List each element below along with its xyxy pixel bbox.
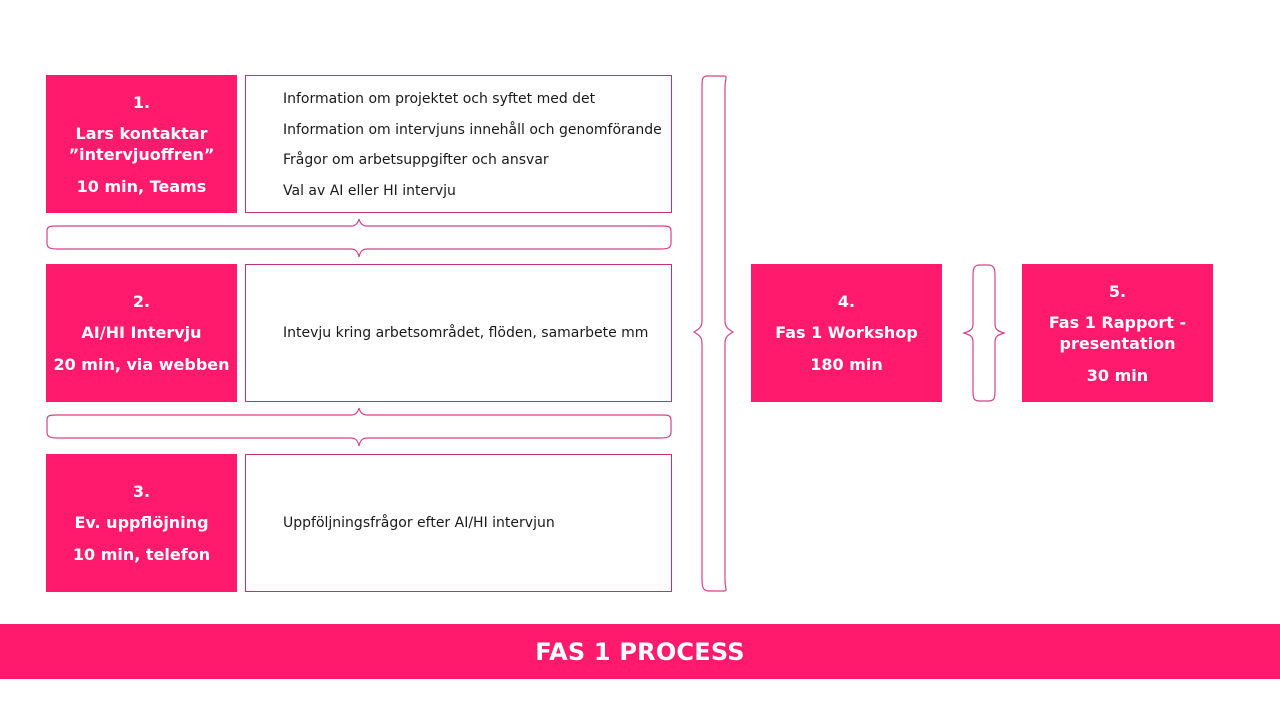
footer-title: FAS 1 PROCESS	[535, 637, 745, 666]
step-1-detail-item: Frågor om arbetsuppgifter och ansvar	[283, 152, 549, 168]
step-3-detail-text: Uppföljningsfrågor efter AI/HI intervjun	[283, 515, 555, 531]
brace-4-5	[962, 264, 1006, 402]
step-1-detail-item: Information om intervjuns innehåll och g…	[283, 121, 662, 138]
step-2-duration: 20 min, via webben	[53, 355, 230, 374]
step-1-title-line2: ”intervjuoffren”	[68, 144, 215, 164]
step-5-number: 5.	[1108, 281, 1127, 301]
step-1-duration: 10 min, Teams	[76, 176, 207, 196]
step-4-box: 4. Fas 1 Workshop 180 min	[751, 264, 942, 402]
step-1-title: Lars kontaktar ”intervjuoffren”	[69, 123, 215, 165]
footer-banner: FAS 1 PROCESS	[0, 624, 1280, 679]
step-3-number: 3.	[132, 482, 151, 501]
brace-1-2	[46, 218, 672, 258]
step-1-number: 1.	[132, 92, 151, 112]
step-5-duration: 30 min	[1086, 365, 1149, 385]
step-1-detail-item: Information om projektet och syftet med …	[283, 91, 596, 107]
step-1-box: 1. Lars kontaktar ”intervjuoffren” 10 mi…	[46, 75, 237, 213]
step-2-number: 2.	[132, 292, 151, 311]
brace-2-3	[46, 407, 672, 447]
step-3-duration: 10 min, telefon	[72, 545, 211, 564]
step-5-box: 5. Fas 1 Rapport - presentation 30 min	[1022, 264, 1213, 402]
step-4-title: Fas 1 Workshop	[775, 323, 918, 342]
step-4-number: 4.	[837, 292, 856, 311]
step-5-title-line1: Fas 1 Rapport -	[1048, 312, 1187, 332]
step-2-detail-text: Intevju kring arbetsområdet, flöden, sam…	[283, 325, 649, 341]
step-5-title-line2: presentation	[1059, 333, 1176, 353]
step-2-details: Intevju kring arbetsområdet, flöden, sam…	[245, 264, 672, 402]
step-1-title-line1: Lars kontaktar	[75, 123, 208, 143]
step-3-box: 3. Ev. uppflöjning 10 min, telefon	[46, 454, 237, 592]
step-4-duration: 180 min	[810, 355, 883, 374]
brace-steps-1-3	[692, 75, 735, 592]
step-3-details: Uppföljningsfrågor efter AI/HI intervjun	[245, 454, 672, 592]
step-1-detail-item: Val av AI eller HI intervju	[283, 182, 456, 199]
step-2-title: AI/HI Intervju	[81, 323, 202, 342]
step-5-title: Fas 1 Rapport - presentation	[1049, 312, 1186, 354]
step-3-title: Ev. uppflöjning	[74, 513, 209, 532]
step-2-box: 2. AI/HI Intervju 20 min, via webben	[46, 264, 237, 402]
step-1-details: Information om projektet och syftet med …	[245, 75, 672, 213]
